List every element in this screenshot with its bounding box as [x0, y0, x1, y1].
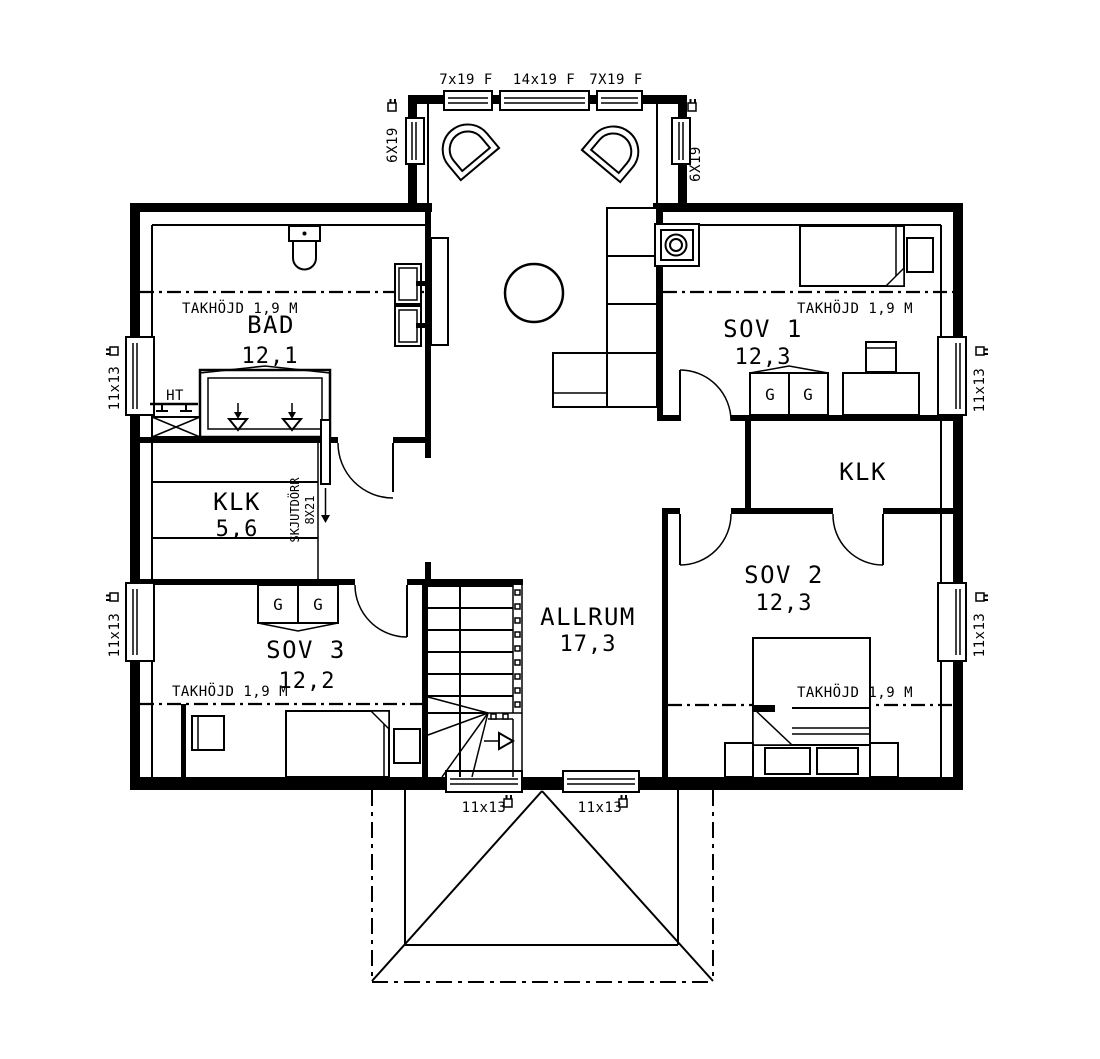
vent-symbols — [106, 99, 988, 808]
vent-icon — [687, 99, 697, 112]
nightstand — [906, 237, 934, 273]
room-label-klk-right: KLK — [839, 458, 887, 486]
stair-direction-arrow — [484, 731, 516, 751]
wardrobe-letter: G — [313, 595, 323, 614]
floor-drain — [280, 403, 304, 432]
round-table — [503, 262, 565, 324]
chimney — [654, 223, 700, 267]
blanket-fold — [369, 710, 390, 731]
door-sov3 — [354, 584, 408, 638]
hatch-box — [151, 416, 201, 438]
room-label-klk-left: KLK — [213, 488, 261, 516]
ceiling-height-label-sov2: TAKHÖJD 1,9 M — [797, 683, 913, 701]
labels: 7x19 F 14x19 F 7X19 F 6X19 6X19 11x13 11… — [107, 72, 988, 816]
windows — [125, 90, 967, 793]
vent-icon — [503, 795, 513, 808]
ceiling-height-label-sov3: TAKHÖJD 1,9 M — [172, 682, 288, 700]
sov3-furniture — [181, 584, 421, 778]
vent-icon — [106, 346, 119, 356]
room-label-sov1: SOV 1 — [723, 315, 803, 343]
wardrobe-pair — [749, 365, 829, 416]
window-label-right-lower: 11x13 — [972, 613, 988, 658]
room-area-sov3: 12,2 — [279, 669, 336, 694]
vent-icon — [387, 99, 397, 112]
armchair — [441, 123, 501, 182]
wardrobe-letter: G — [765, 385, 775, 404]
shower-curtain — [199, 365, 331, 374]
nightstand — [393, 728, 421, 764]
klk-left-interior — [152, 419, 331, 579]
sliding-door-panel — [320, 419, 331, 485]
closet-wall — [181, 704, 186, 777]
desk — [842, 372, 920, 416]
stairs — [427, 585, 523, 778]
sliding-door-label: SKJUTDÖRR — [286, 477, 302, 543]
door-sov2-right — [832, 513, 884, 566]
window-label-top-left: 7x19 F — [439, 72, 493, 88]
window-label-top-center: 14x19 F — [513, 72, 576, 88]
window-label-left-upper: 11x13 — [107, 366, 123, 411]
sov2-furniture — [724, 637, 899, 778]
towel-rail-symbol — [150, 402, 198, 412]
room-label-sov2: SOV 2 — [744, 561, 824, 589]
window-label-bottom-right: 11x13 — [578, 800, 623, 816]
desk-chair — [865, 341, 897, 373]
wardrobe-pair — [257, 584, 339, 632]
bench — [764, 747, 811, 775]
window-label-right-upper: 11x13 — [972, 368, 988, 413]
window-label-bay-right: 6X19 — [688, 146, 704, 182]
window-label-bay-left: 6X19 — [385, 127, 401, 163]
corner-sofa — [552, 207, 658, 408]
room-area-sov2: 12,3 — [756, 591, 813, 616]
door-sov1 — [679, 369, 732, 422]
room-label-sov3: SOV 3 — [266, 636, 346, 664]
interior-walls — [140, 203, 953, 777]
window-label-bottom-left: 11x13 — [462, 800, 507, 816]
toilet-bowl — [292, 240, 317, 271]
room-area-allrum: 17,3 — [560, 632, 617, 657]
room-area-bad: 12,1 — [242, 344, 299, 369]
nightstand — [724, 742, 754, 778]
room-label-bad: BAD — [247, 311, 295, 339]
room-area-sov1: 12,3 — [735, 345, 792, 370]
bench — [816, 747, 859, 775]
blanket-fold — [884, 266, 905, 287]
allrum-furniture — [430, 123, 700, 408]
vent-icon — [106, 592, 119, 602]
bed — [285, 710, 390, 778]
shelf-unit — [430, 237, 449, 346]
room-label-allrum: ALLRUM — [540, 603, 636, 631]
ceiling-height-label-bad: TAKHÖJD 1,9 M — [182, 299, 298, 317]
vent-icon — [975, 346, 988, 356]
door-sov2-left — [679, 513, 732, 566]
blanket-fold — [752, 706, 794, 746]
wardrobe-letter: G — [803, 385, 813, 404]
wardrobe-letter: G — [273, 595, 283, 614]
porch-roof — [371, 790, 714, 983]
vent-icon — [618, 795, 628, 808]
room-area-klk-left: 5,6 — [216, 517, 259, 542]
railing-balusters — [490, 589, 521, 720]
sliding-door-size-label: 8X21 — [303, 496, 317, 525]
side-table — [191, 715, 225, 751]
bed — [799, 225, 905, 287]
ceiling-height-label-sov1: TAKHÖJD 1,9 M — [797, 299, 913, 317]
shower — [198, 368, 332, 439]
towel-rail-label: HT — [166, 388, 184, 404]
armchair — [580, 125, 640, 184]
doors — [337, 369, 884, 638]
nightstand — [869, 742, 899, 778]
floor-drain — [226, 403, 250, 432]
bathroom-fixtures — [150, 225, 425, 439]
window-label-left-lower: 11x13 — [107, 613, 123, 658]
vent-icon — [975, 592, 988, 602]
door-bad — [337, 442, 394, 499]
window-label-top-right: 7X19 F — [589, 72, 643, 88]
sov1-furniture — [749, 225, 934, 416]
